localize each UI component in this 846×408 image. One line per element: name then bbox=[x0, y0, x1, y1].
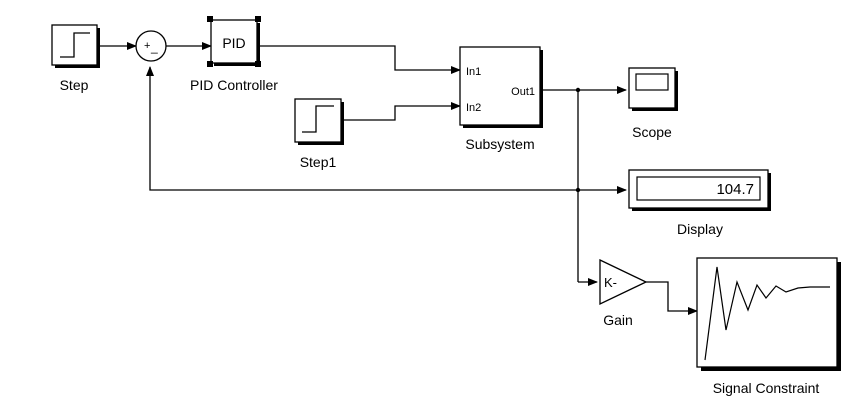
subsystem-port-out1: Out1 bbox=[511, 86, 535, 98]
step1-block[interactable] bbox=[294, 98, 344, 145]
signal-constraint-block[interactable] bbox=[696, 257, 841, 371]
signal-lines bbox=[100, 42, 698, 315]
gain-block[interactable] bbox=[599, 258, 648, 306]
branch-points bbox=[575, 87, 581, 193]
line-gain-to-constraint[interactable] bbox=[646, 281, 698, 315]
step1-label: Step1 bbox=[300, 154, 337, 170]
pid-controller-label: PID Controller bbox=[190, 77, 278, 93]
scope-block[interactable] bbox=[628, 67, 678, 111]
scope-label: Scope bbox=[632, 124, 672, 140]
display-value: 104.7 bbox=[716, 181, 754, 198]
step-label: Step bbox=[60, 77, 89, 93]
display-block[interactable] bbox=[628, 169, 771, 211]
subsystem-port-in2: In2 bbox=[466, 102, 481, 114]
subsystem-port-in1: In1 bbox=[466, 66, 481, 78]
step-response-curve bbox=[704, 266, 830, 361]
line-pid-to-in1[interactable] bbox=[260, 45, 461, 74]
display-readout-box bbox=[636, 176, 761, 201]
gain-text: K- bbox=[604, 275, 617, 290]
gain-label: Gain bbox=[603, 312, 633, 328]
line-feedback[interactable] bbox=[146, 66, 578, 191]
sum-minus-sign: _ bbox=[150, 40, 158, 54]
subsystem-block[interactable] bbox=[459, 46, 543, 128]
sum-plus-sign: + bbox=[144, 40, 150, 52]
signal-constraint-label: Signal Constraint bbox=[713, 380, 820, 396]
line-step1-to-in2[interactable] bbox=[344, 102, 461, 121]
pid-block-text: PID bbox=[222, 35, 245, 51]
display-label: Display bbox=[677, 221, 723, 237]
selection-handles bbox=[207, 16, 261, 67]
scope-screen bbox=[635, 73, 669, 91]
subsystem-label: Subsystem bbox=[465, 136, 534, 152]
pid-controller-block[interactable] bbox=[207, 16, 261, 67]
sum-block[interactable] bbox=[135, 30, 167, 62]
step-block[interactable] bbox=[51, 24, 100, 68]
